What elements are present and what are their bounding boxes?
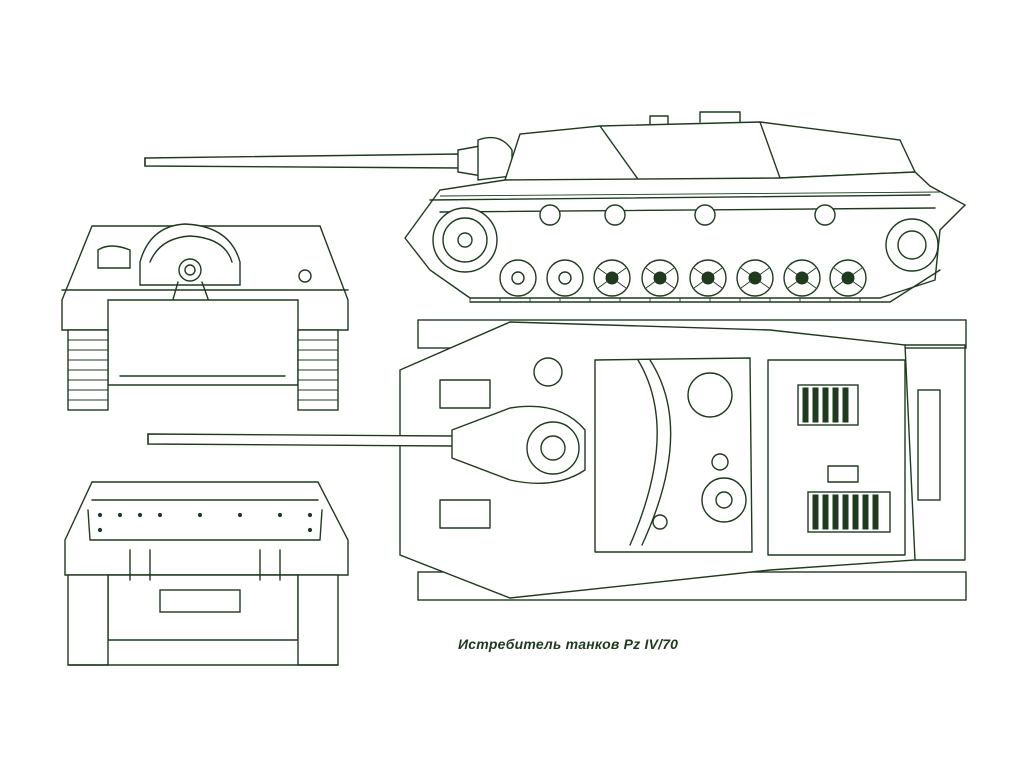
- top-view: [147, 319, 967, 601]
- engine-grilles: [797, 384, 891, 533]
- side-view: [144, 111, 967, 303]
- rivets: [97, 512, 313, 533]
- rear-view: [64, 481, 349, 666]
- road-wheels: [499, 259, 867, 297]
- front-view: [61, 223, 349, 411]
- drawing-caption: Истребитель танков Pz IV/70: [458, 636, 679, 652]
